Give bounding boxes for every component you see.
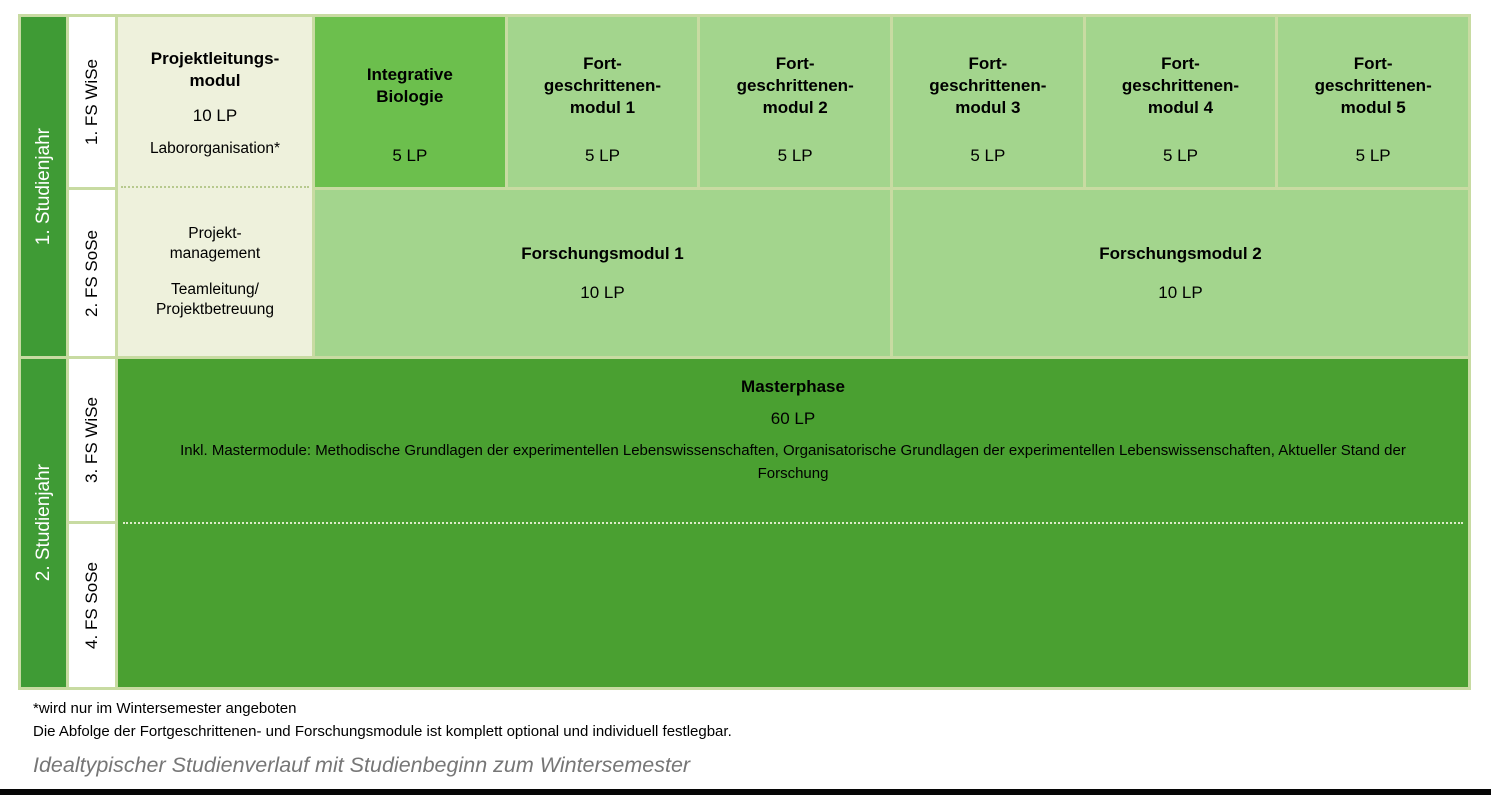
forschungsmodul-2-credits: 10 LP [1158, 282, 1203, 302]
year-1-label: 1. Studienjahr [32, 127, 54, 246]
semester-cell-3: 3. FS WiSe [69, 359, 115, 521]
fortgeschrittenen-4-title: Fort- geschrittenen- modul 4 [1121, 53, 1240, 118]
module-cell-masterphase: Masterphase 60 LP Inkl. Mastermodule: Me… [118, 359, 1468, 687]
footnote-wintersemester: *wird nur im Wintersemester angeboten [33, 700, 297, 717]
fortgeschrittenen-4-credits: 5 LP [1163, 146, 1198, 165]
projektleitung-title: Projektleitungs- modul [150, 49, 280, 91]
fortgeschrittenen-3-title: Fort- geschrittenen- modul 3 [929, 53, 1047, 118]
module-cell-projektleitung: Projektleitungs- modul 10 LP Labororgani… [118, 17, 312, 356]
fortgeschrittenen-3-credits: 5 LP [970, 146, 1006, 165]
fortgeschrittenen-5-credits: 5 LP [1355, 146, 1391, 165]
forschungsmodul-2-title: Forschungsmodul 2 [1099, 244, 1262, 264]
module-cell-fortgeschrittenen-5: Fort- geschrittenen- modul 5 5 LP [1278, 17, 1468, 187]
semester-cell-4: 4. FS SoSe [69, 524, 115, 687]
masterphase-description: Inkl. Mastermodule: Methodische Grundlag… [180, 442, 1406, 482]
teamleitung-label: Teamleitung/ Projektbetreuung [155, 280, 275, 318]
bottom-divider-bar [0, 789, 1491, 795]
footnotes: *wird nur im Wintersemester angeboten Di… [33, 698, 732, 743]
semester-4-label: 4. FS SoSe [82, 562, 101, 649]
integrative-biologie-title: Integrative Biologie [366, 64, 453, 106]
projektleitung-credits: 10 LP [192, 105, 238, 125]
fortgeschrittenen-5-title: Fort- geschrittenen- modul 5 [1314, 53, 1432, 118]
module-cell-forschungsmodul-1: Forschungsmodul 1 10 LP [315, 190, 890, 356]
masterphase-credits: 60 LP [770, 409, 816, 429]
footnote-abfolge: Die Abfolge der Fortgeschrittenen- und F… [33, 722, 732, 740]
projektleitung-bottom: Projekt- management Teamleitung/ Projekt… [118, 188, 312, 356]
masterphase-semester-divider [123, 522, 1463, 524]
module-cell-fortgeschrittenen-3: Fort- geschrittenen- modul 3 5 LP [893, 17, 1083, 187]
semester-cell-2: 2. FS SoSe [69, 190, 115, 356]
semester-1-label: 1. FS WiSe [82, 59, 101, 145]
module-cell-fortgeschrittenen-1: Fort- geschrittenen- modul 1 5 LP [507, 17, 698, 187]
year-2-label: 2. Studienjahr [32, 464, 54, 582]
forschungsmodul-1-title: Forschungsmodul 1 [521, 244, 684, 264]
diagram-caption: Idealtypischer Studienverlauf mit Studie… [33, 753, 691, 777]
module-cell-integrative-biologie: Integrative Biologie 5 LP [315, 17, 505, 187]
module-cell-fortgeschrittenen-4: Fort- geschrittenen- modul 4 5 LP [1085, 17, 1276, 187]
semester-3-label: 3. FS WiSe [82, 397, 101, 483]
fortgeschrittenen-1-title: Fort- geschrittenen- modul 1 [543, 53, 662, 118]
module-cell-forschungsmodul-2: Forschungsmodul 2 10 LP [893, 190, 1468, 356]
forschungsmodul-1-credits: 10 LP [580, 282, 625, 302]
projektleitung-top: Projektleitungs- modul 10 LP Labororgani… [121, 17, 309, 188]
fortgeschrittenen-2-title: Fort- geschrittenen- modul 2 [736, 53, 854, 118]
projektmanagement-label: Projekt- management [169, 225, 261, 263]
year-bar-2: 2. Studienjahr [21, 359, 66, 687]
fortgeschrittenen-2-credits: 5 LP [777, 146, 813, 165]
semester-2-label: 2. FS SoSe [82, 229, 101, 317]
integrative-biologie-credits: 5 LP [392, 146, 428, 165]
masterphase-title: Masterphase [741, 377, 845, 396]
projektleitung-note: Labororganisation* [149, 139, 281, 157]
fortgeschrittenen-1-credits: 5 LP [585, 146, 620, 165]
study-plan-table: 1. Studienjahr 2. Studienjahr 1. FS WiSe… [18, 14, 1471, 690]
module-cell-fortgeschrittenen-2: Fort- geschrittenen- modul 2 5 LP [700, 17, 890, 187]
year-bar-1: 1. Studienjahr [21, 17, 66, 356]
semester-cell-1: 1. FS WiSe [69, 17, 115, 187]
